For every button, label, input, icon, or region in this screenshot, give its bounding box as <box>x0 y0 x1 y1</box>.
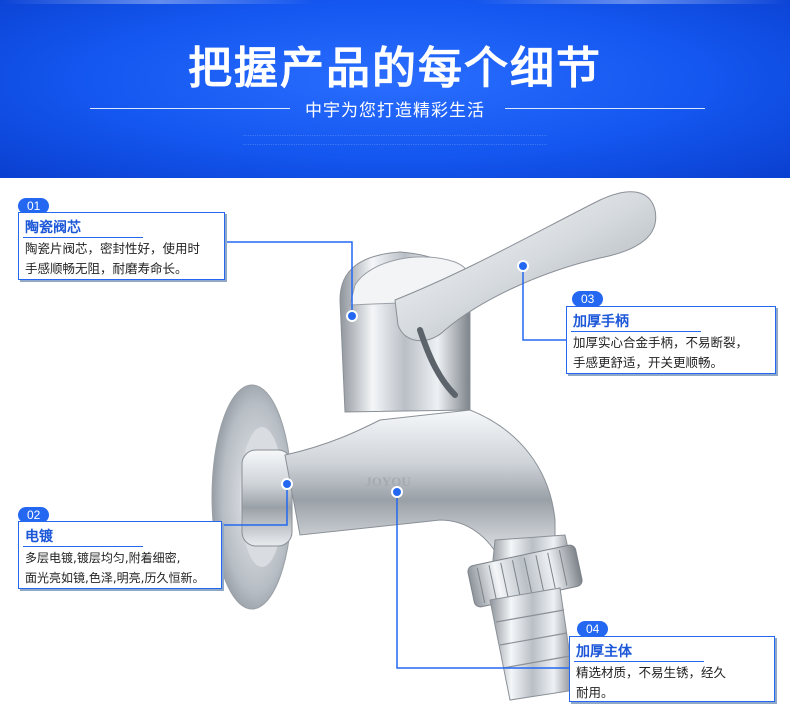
connector-nut <box>241 449 293 547</box>
callout-box: 加厚手柄 加厚实心合金手柄，不易断裂， 手感更舒适，开关更顺畅。 <box>566 306 776 374</box>
callout-divider <box>23 546 143 547</box>
subtitle-line-left <box>90 108 290 109</box>
callout-box: 电镀 多层电镀,镀层均匀,附着细密, 面光亮如镜,色泽,明亮,历久恒新。 <box>18 521 222 589</box>
callout-box: 加厚主体 精选材质，不易生锈，经久 耐用。 <box>569 636 775 702</box>
header-banner: 把握产品的每个细节 中宇为您打造精彩生活 ···················… <box>0 0 790 178</box>
faucet-body <box>284 409 556 561</box>
callout-line: 手感顺畅无阻，耐磨寿命长。 <box>25 261 188 276</box>
callout-box: 陶瓷阀芯 陶瓷片阀芯，密封性好，使用时 手感顺畅无阻，耐磨寿命长。 <box>18 212 225 280</box>
page-title: 把握产品的每个细节 <box>188 43 602 94</box>
decorative-microtext: ········································… <box>242 133 548 138</box>
callout-divider <box>571 331 701 332</box>
callout-label: 陶瓷阀芯 <box>25 220 81 236</box>
callout-description: 加厚实心合金手柄，不易断裂， 手感更舒适，开关更顺畅。 <box>573 333 748 373</box>
callout-leader-lines <box>222 241 570 669</box>
callout-label: 加厚手柄 <box>573 314 629 330</box>
callout-description: 精选材质，不易生锈，经久 耐用。 <box>576 663 726 703</box>
callout-line: 手感更舒适，开关更顺畅。 <box>573 355 724 370</box>
callout-line: 面光亮如镜,色泽,明亮,历久恒新。 <box>25 571 205 585</box>
callout-number-badge: 02 <box>18 507 50 523</box>
callout-line: 加厚实心合金手柄，不易断裂， <box>573 335 749 350</box>
callout-label: 电镀 <box>25 529 53 545</box>
callout-divider <box>574 661 704 662</box>
callout-line: 陶瓷片阀芯，密封性好，使用时 <box>25 241 201 256</box>
subtitle-row: 中宇为您打造精彩生活 <box>0 96 790 122</box>
banner-top-line <box>0 0 790 4</box>
brand-mark: JOYOU <box>365 474 411 489</box>
page-subtitle: 中宇为您打造精彩生活 <box>305 101 485 121</box>
callout-line: 精选材质，不易生锈，经久 <box>576 665 727 680</box>
callout-line: 耐用。 <box>576 685 614 700</box>
callout-number-badge: 03 <box>572 291 604 307</box>
subtitle-line-right <box>505 108 705 109</box>
callout-description: 陶瓷片阀芯，密封性好，使用时 手感顺畅无阻，耐磨寿命长。 <box>25 239 200 279</box>
callout-description: 多层电镀,镀层均匀,附着细密, 面光亮如镜,色泽,明亮,历久恒新。 <box>25 548 204 588</box>
decorative-microtext: ········································… <box>242 142 548 147</box>
callout-number-badge: 04 <box>577 621 609 637</box>
callout-label: 加厚主体 <box>576 644 632 660</box>
callout-line: 多层电镀,镀层均匀,附着细密, <box>25 551 181 565</box>
callout-dots <box>281 260 529 498</box>
callout-number-badge: 01 <box>18 198 50 214</box>
callout-divider <box>23 237 143 238</box>
